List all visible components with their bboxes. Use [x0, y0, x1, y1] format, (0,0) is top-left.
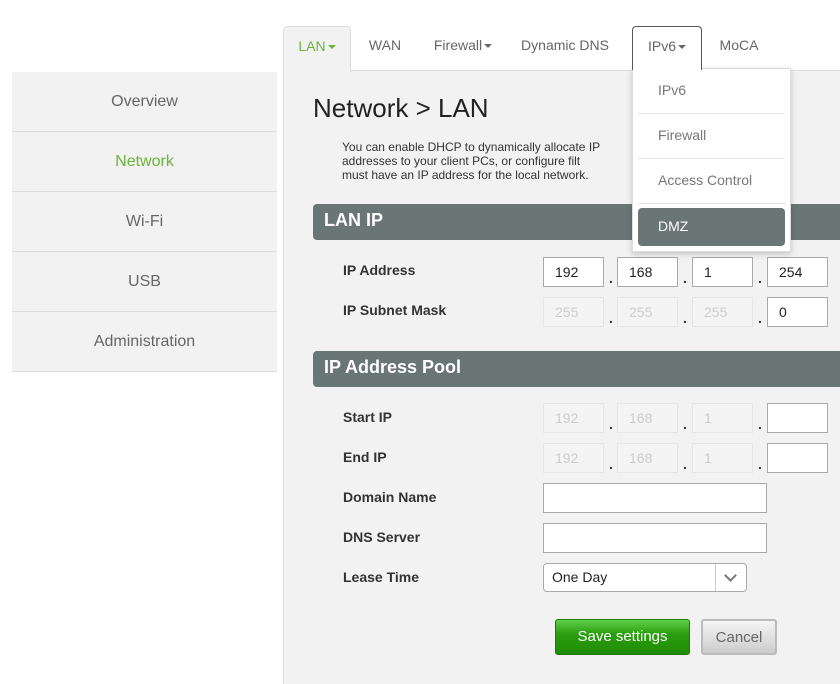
page-description: You can enable DHCP to dynamically alloc…	[342, 140, 624, 182]
end-ip-octet-1: 192	[543, 443, 604, 473]
subnet-mask-label: IP Subnet Mask	[343, 302, 447, 318]
dot: .	[683, 310, 687, 326]
end-ip-label: End IP	[343, 449, 387, 465]
sidebar: Overview Network Wi-Fi USB Administratio…	[12, 72, 277, 372]
chevron-down-icon	[715, 564, 746, 591]
tab-label: Firewall	[433, 37, 483, 53]
menu-item-ipv6[interactable]: IPv6	[638, 69, 785, 114]
dns-server-input[interactable]	[543, 523, 767, 553]
tab-bar: LAN WAN Firewall Dynamic DNS IPv6 MoCA	[283, 26, 840, 72]
start-ip-octet-3: 1	[692, 403, 753, 433]
ip-address-octet-2[interactable]: 168	[617, 257, 678, 287]
end-ip-octet-2: 168	[617, 443, 678, 473]
tab-ipv6[interactable]: IPv6	[632, 26, 702, 70]
dot: .	[609, 310, 613, 326]
menu-item-dmz[interactable]: DMZ	[638, 208, 785, 246]
sidebar-item-overview[interactable]: Overview	[12, 72, 277, 132]
sidebar-item-administration[interactable]: Administration	[12, 312, 277, 372]
menu-item-access-control[interactable]: Access Control	[638, 159, 785, 204]
start-ip-label: Start IP	[343, 409, 393, 425]
lease-time-label: Lease Time	[343, 569, 420, 585]
start-ip-octet-2: 168	[617, 403, 678, 433]
ipv6-dropdown-menu: IPv6 Firewall Access Control DMZ	[632, 68, 791, 252]
tab-moca[interactable]: MoCA	[719, 37, 759, 53]
sidebar-item-wifi[interactable]: Wi-Fi	[12, 192, 277, 252]
ip-address-label: IP Address	[343, 262, 416, 278]
subnet-mask-octet-1: 255	[543, 297, 604, 327]
start-ip-octet-4[interactable]	[767, 403, 828, 433]
tab-label: LAN	[298, 38, 326, 54]
end-ip-octet-3: 1	[692, 443, 753, 473]
dot: .	[609, 416, 613, 432]
subnet-mask-octet-4[interactable]: 0	[767, 297, 828, 327]
end-ip-octet-4[interactable]	[767, 443, 828, 473]
dot: .	[683, 456, 687, 472]
section-header-ip-pool: IP Address Pool	[313, 351, 840, 387]
lease-time-value: One Day	[552, 569, 608, 585]
cancel-button[interactable]: Cancel	[701, 619, 777, 655]
sidebar-item-network[interactable]: Network	[12, 132, 277, 192]
dot: .	[758, 416, 762, 432]
tab-wan[interactable]: WAN	[368, 37, 402, 53]
dot: .	[683, 416, 687, 432]
ip-address-octet-4[interactable]: 254	[767, 257, 828, 287]
tab-dynamic-dns[interactable]: Dynamic DNS	[521, 37, 609, 53]
ip-address-octet-3[interactable]: 1	[692, 257, 753, 287]
domain-name-label: Domain Name	[343, 489, 437, 505]
description-line: must have an IP address for the local ne…	[342, 168, 589, 182]
tab-label: IPv6	[647, 38, 676, 54]
dot: .	[609, 456, 613, 472]
dot: .	[609, 270, 613, 286]
tab-firewall[interactable]: Firewall	[423, 26, 503, 71]
dns-server-label: DNS Server	[343, 529, 421, 545]
ip-address-octet-1[interactable]: 192	[543, 257, 604, 287]
lease-time-select[interactable]: One Day	[543, 563, 747, 592]
dot: .	[758, 456, 762, 472]
sidebar-item-usb[interactable]: USB	[12, 252, 277, 312]
menu-item-firewall[interactable]: Firewall	[638, 114, 785, 159]
caret-down-icon	[484, 44, 493, 49]
caret-down-icon	[678, 45, 686, 50]
subnet-mask-octet-3: 255	[692, 297, 753, 327]
dot: .	[683, 270, 687, 286]
start-ip-octet-1: 192	[543, 403, 604, 433]
tab-lan[interactable]: LAN	[283, 26, 351, 72]
dot: .	[758, 270, 762, 286]
subnet-mask-octet-2: 255	[617, 297, 678, 327]
page-title: Network > LAN	[313, 93, 489, 123]
domain-name-input[interactable]	[543, 483, 767, 513]
caret-down-icon	[327, 45, 336, 50]
save-settings-button[interactable]: Save settings	[555, 619, 690, 655]
dot: .	[758, 310, 762, 326]
description-line: You can enable DHCP to dynamically alloc…	[342, 140, 600, 168]
